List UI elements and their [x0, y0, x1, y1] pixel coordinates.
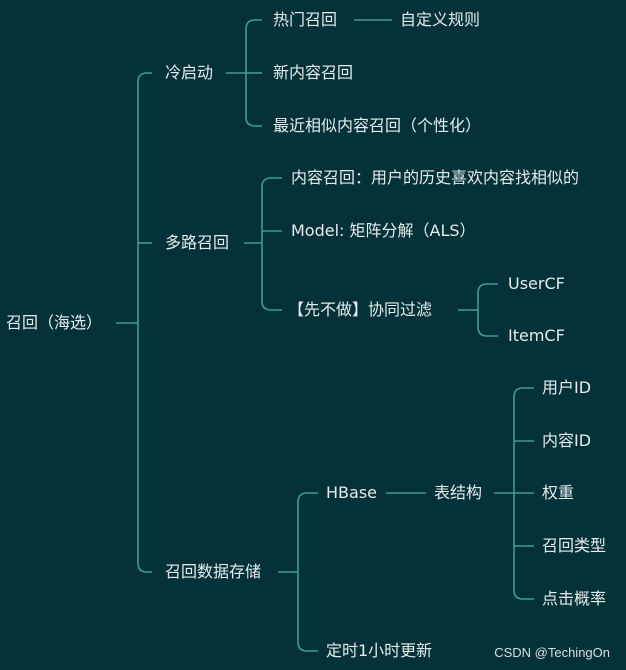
node-cold-start: 冷启动: [165, 63, 214, 82]
node-recall-storage: 召回数据存储: [165, 562, 262, 581]
node-similar-content-recall: 最近相似内容召回（个性化）: [273, 116, 482, 135]
node-new-content-recall: 新内容召回: [273, 63, 354, 82]
node-usercf: UserCF: [508, 274, 565, 293]
node-user-id: 用户ID: [542, 378, 592, 397]
watermark: CSDN @TechingOn: [494, 645, 610, 660]
node-weight: 权重: [542, 483, 575, 502]
node-root: 召回（海选）: [6, 313, 103, 332]
node-content-recall: 内容召回：用户的历史喜欢内容找相似的: [291, 168, 580, 187]
node-itemcf: ItemCF: [508, 326, 565, 345]
node-collaborative-filtering: 【先不做】协同过滤: [288, 300, 433, 319]
node-hourly-update: 定时1小时更新: [326, 641, 433, 660]
bracket-cf: [477, 283, 498, 337]
bracket-storage: [297, 492, 318, 652]
node-custom-rule: 自定义规则: [400, 10, 481, 29]
node-click-probability: 点击概率: [542, 589, 607, 608]
node-hot-recall: 热门召回: [273, 10, 338, 29]
node-recall-type: 召回类型: [542, 536, 607, 555]
node-table-structure: 表结构: [434, 483, 483, 502]
bracket-multi: [261, 177, 282, 311]
bracket-root: [137, 72, 152, 573]
node-multi-recall: 多路召回: [165, 233, 230, 252]
node-model-als: Model: 矩阵分解（ALS）: [291, 221, 476, 240]
node-content-id: 内容ID: [542, 431, 592, 450]
node-hbase: HBase: [326, 483, 377, 502]
